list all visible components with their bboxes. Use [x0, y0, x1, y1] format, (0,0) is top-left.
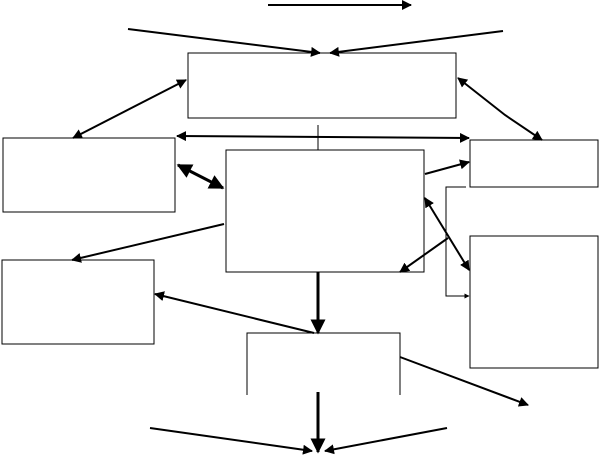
- bottom-box: [246, 332, 401, 395]
- top-to-left-upper-arrow: [72, 79, 187, 139]
- converge-right-arrow: [324, 427, 448, 455]
- feedback-into-center-arrow: [399, 237, 449, 273]
- converge-left-arrow: [149, 427, 313, 455]
- left-upper-box: [2, 137, 176, 213]
- center-box: [225, 149, 425, 273]
- right-bracket-connector: [445, 186, 470, 299]
- center-to-right-lower-arrow: [424, 197, 470, 271]
- input-right-arrow: [329, 30, 504, 57]
- right-upper-box: [469, 139, 599, 188]
- left-upper-to-center-arrow: [176, 163, 225, 190]
- left-right-link-arrow: [176, 131, 470, 143]
- top-to-right-upper-arrow: [457, 77, 543, 141]
- right-lower-box: [469, 235, 599, 369]
- center-to-right-upper-arrow: [424, 159, 470, 175]
- top-box: [187, 52, 457, 119]
- bottom-to-lower-right-arrow: [399, 356, 529, 407]
- input-left-arrow: [127, 28, 321, 57]
- left-lower-box: [1, 259, 155, 345]
- bottom-to-left-lower-arrow: [154, 291, 315, 334]
- center-to-left-lower-arrow: [71, 223, 225, 263]
